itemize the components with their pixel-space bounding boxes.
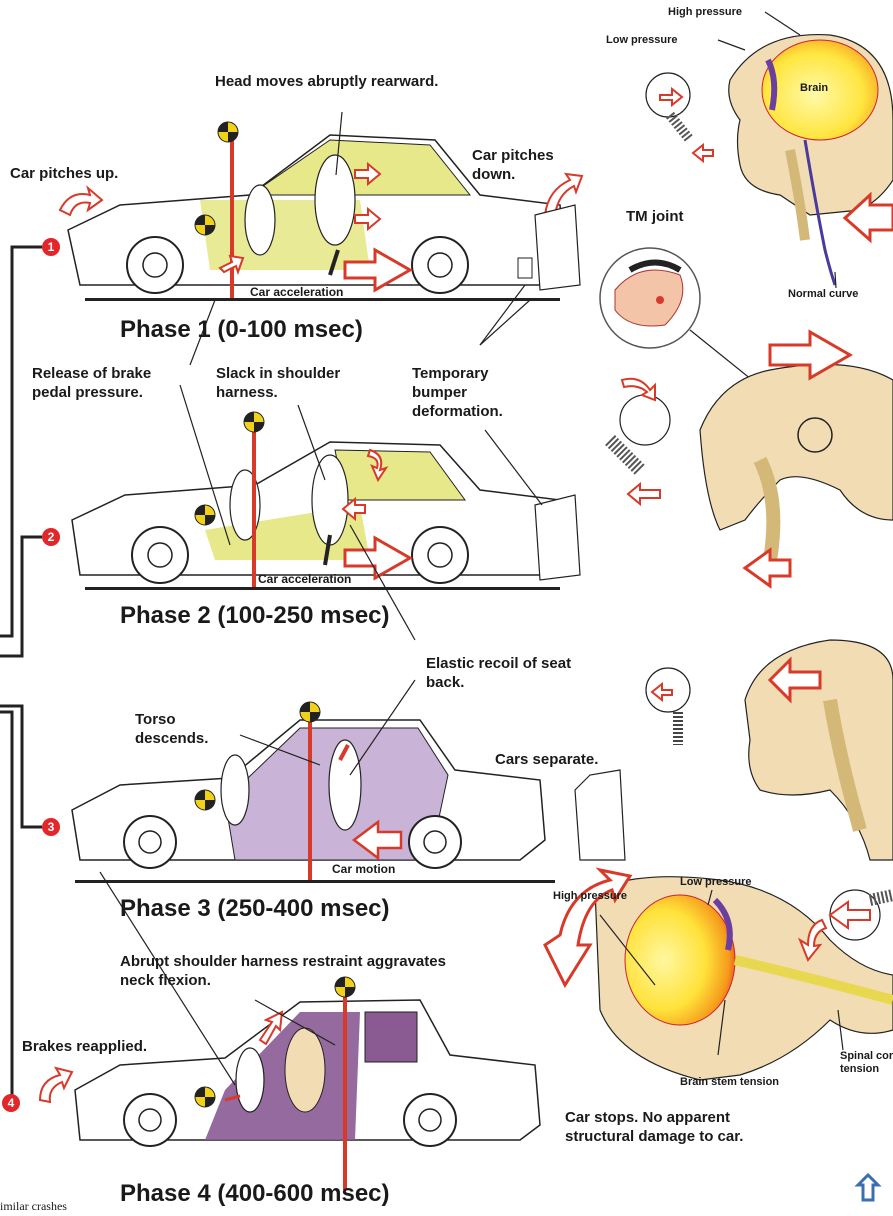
phase-marker-1: 1 — [42, 238, 60, 256]
label-low-pressure-top: Low pressure — [606, 34, 678, 47]
callout-bumper-line-1: Temporary — [412, 364, 503, 383]
footnote-text: imilar crashes — [0, 1197, 67, 1216]
callout-car-pitches-down-line-2: down. — [472, 165, 554, 184]
callout-elastic-line-2: back. — [426, 673, 571, 692]
label-normal-curve: Normal curve — [788, 288, 858, 301]
callout-car-pitches-up: Car pitches up. — [10, 164, 118, 183]
car-phase-4 — [40, 977, 540, 1190]
callout-elastic-line-1: Elastic recoil of seat — [426, 654, 571, 673]
callout-release-brake: Release of brake pedal pressure. — [32, 364, 151, 402]
callout-cars-separate: Cars separate. — [495, 750, 598, 769]
callout-torso-line-1: Torso — [135, 710, 208, 729]
callout-release-brake-line-1: Release of brake — [32, 364, 151, 383]
callout-bumper-deformation: Temporary bumper deformation. — [412, 364, 503, 421]
label-high-pressure-top: High pressure — [668, 6, 742, 19]
phase-1-motion-label: Car acceleration — [250, 285, 343, 300]
callout-abrupt-line-2: neck flexion. — [120, 971, 446, 990]
label-spinal-line-2: tension — [840, 1063, 893, 1076]
callout-head-moves: Head moves abruptly rearward. — [215, 72, 438, 91]
label-spinal-cord-tension: Spinal cord tension — [840, 1050, 893, 1076]
callout-brakes-reapplied: Brakes reapplied. — [22, 1037, 147, 1056]
callout-slack-line-1: Slack in shoulder — [216, 364, 340, 383]
callout-car-stops: Car stops. No apparent structural damage… — [565, 1108, 743, 1146]
phase-4-title: Phase 4 (400-600 msec) — [120, 1180, 390, 1208]
callout-car-pitches-down: Car pitches down. — [472, 146, 554, 184]
skull-flexion-illustration — [610, 332, 893, 586]
label-high-pressure-bottom: High pressure — [553, 890, 627, 903]
callout-slack-harness: Slack in shoulder harness. — [216, 364, 340, 402]
phase-3-title: Phase 3 (250-400 msec) — [120, 895, 390, 923]
callout-car-pitches-down-line-1: Car pitches — [472, 146, 554, 165]
label-brain-stem-tension: Brain stem tension — [680, 1076, 779, 1089]
label-brain-top: Brain — [800, 82, 828, 95]
callout-bumper-line-2: bumper — [412, 383, 503, 402]
phase-2-motion-label: Car acceleration — [258, 572, 351, 587]
label-tm-joint: TM joint — [626, 207, 683, 226]
skull-extension-illustration — [646, 35, 893, 285]
callout-abrupt-line-1: Abrupt shoulder harness restraint aggrav… — [120, 952, 446, 971]
callout-abrupt-restraint: Abrupt shoulder harness restraint aggrav… — [120, 952, 446, 990]
skull-phase-3-illustration — [646, 640, 893, 860]
phase-2-title: Phase 2 (100-250 msec) — [120, 602, 390, 630]
phase-marker-4: 4 — [2, 1094, 20, 1112]
phase-3-motion-label: Car motion — [332, 862, 395, 877]
callout-slack-line-2: harness. — [216, 383, 340, 402]
callout-elastic-recoil: Elastic recoil of seat back. — [426, 654, 571, 692]
phase-1-title: Phase 1 (0-100 msec) — [120, 316, 363, 344]
callout-release-brake-line-2: pedal pressure. — [32, 383, 151, 402]
label-spinal-line-1: Spinal cord — [840, 1050, 893, 1063]
label-low-pressure-bottom: Low pressure — [680, 876, 752, 889]
phase-marker-3: 3 — [42, 818, 60, 836]
car-phase-2 — [72, 412, 580, 590]
phase-marker-2: 2 — [42, 528, 60, 546]
callout-car-stops-line-1: Car stops. No apparent — [565, 1108, 743, 1127]
callout-torso-line-2: descends. — [135, 729, 208, 748]
callout-torso-descends: Torso descends. — [135, 710, 208, 748]
callout-bumper-line-3: deformation. — [412, 402, 503, 421]
callout-car-stops-line-2: structural damage to car. — [565, 1127, 743, 1146]
